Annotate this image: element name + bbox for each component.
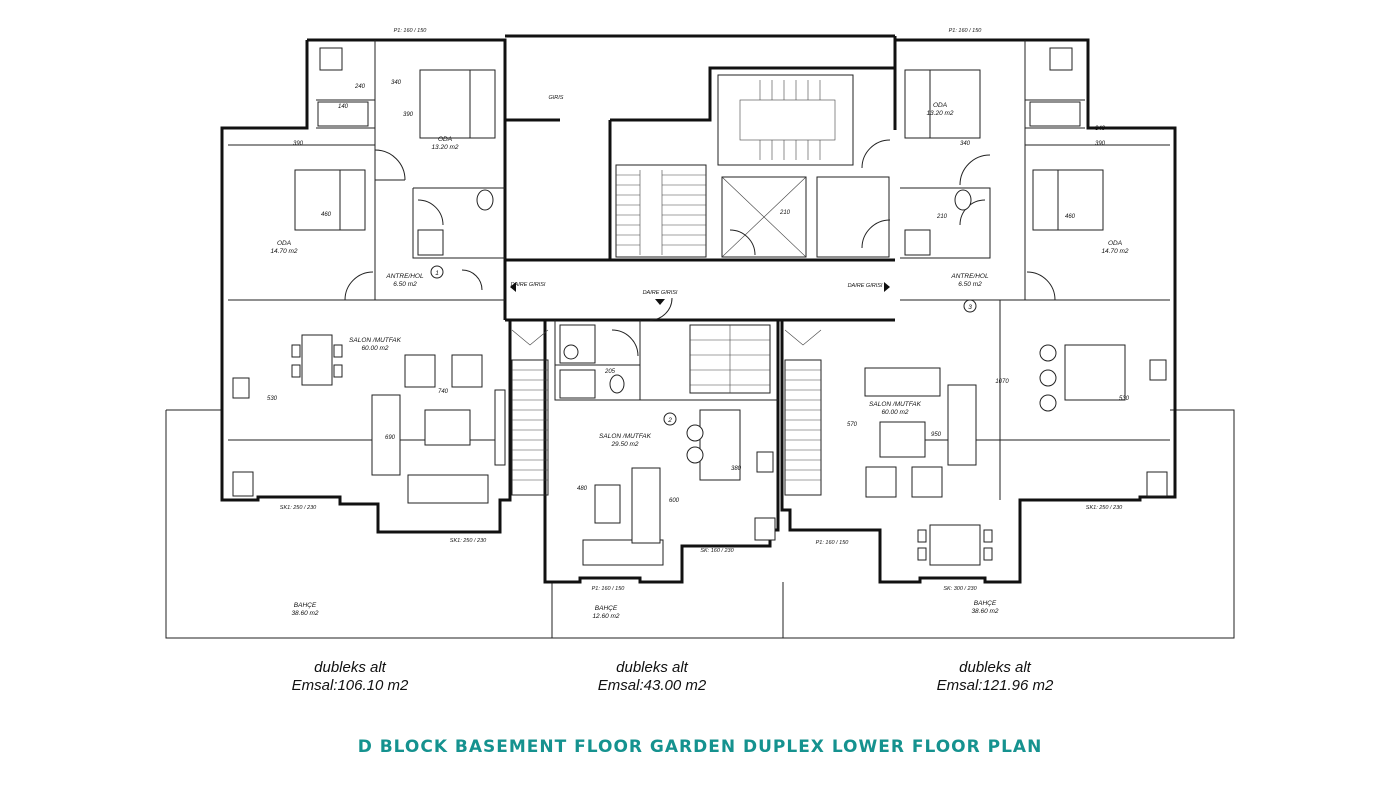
u1-antre-area: 6.50 m2 [393, 281, 417, 288]
dimension-labels: 340 240 140 390 390 390 460 460 530 530 … [267, 80, 1130, 504]
dim-label: 340 [960, 141, 971, 147]
unit-2-caption-emsal: Emsal:43.00 m2 [597, 677, 707, 694]
window-tags: P1: 160 / 150 P1: 160 / 150 P1: 160 / 15… [280, 28, 1123, 592]
unit-2-caption: dubleks alt Emsal:43.00 m2 [552, 659, 752, 695]
window-tag: SK1: 250 / 230 [1086, 505, 1123, 511]
garden-boundary [165, 409, 1235, 639]
u1-oda-b-name: ODA [277, 240, 291, 247]
dim-label: 380 [731, 466, 742, 472]
unit-3-caption-type: dubleks alt [959, 659, 1031, 676]
window-tag: P1: 160 / 150 [394, 28, 428, 34]
window-tag: P1: 160 / 150 [592, 586, 626, 592]
dim-label: 390 [293, 141, 304, 147]
dim-label: 690 [385, 435, 396, 441]
dim-label: 740 [438, 389, 449, 395]
dim-label: 570 [847, 422, 858, 428]
dim-label: 460 [1065, 214, 1076, 220]
unit-3-marker [963, 299, 977, 313]
exterior-walls [220, 34, 1177, 584]
u3-oda-b-area: 14.70 m2 [1101, 248, 1128, 255]
window-tag: SK: 300 / 230 [943, 586, 977, 592]
entrance-markers: DAIRE GIRISI DAIRE GIRISI DAIRE GIRISI G… [510, 95, 890, 305]
window-tag: SK1: 250 / 230 [450, 538, 487, 544]
unit-2-marker [663, 412, 677, 426]
dim-label: 480 [577, 486, 588, 492]
dim-label: 340 [1095, 126, 1106, 132]
u1-bahce-area: 38.60 m2 [291, 610, 318, 617]
window-tag: SK: 160 / 230 [700, 548, 734, 554]
u1-oda-a-area: 13.20 m2 [431, 144, 458, 151]
dim-label: 340 [391, 80, 402, 86]
dim-label: 950 [931, 432, 942, 438]
u3-salon-name: SALON /MUTFAK [869, 401, 922, 408]
unit-1-caption-type: dubleks alt [314, 659, 386, 676]
stairs [511, 74, 890, 496]
dim-label: 210 [779, 210, 791, 216]
u1-oda-a-name: ODA [438, 136, 452, 143]
u3-oda-a-name: ODA [933, 102, 947, 109]
dim-label: 530 [1119, 396, 1130, 402]
window-tag: P1: 160 / 150 [816, 540, 850, 546]
unit-2-caption-type: dubleks alt [616, 659, 688, 676]
plan-title: D BLOCK BASEMENT FLOOR GARDEN DUPLEX LOW… [357, 737, 1043, 757]
furniture-beds [294, 69, 1104, 231]
u1-antre-name: ANTRE/HOL [385, 273, 424, 280]
u3-entrance-label: DAIRE GIRISI [848, 283, 883, 289]
dim-label: 530 [267, 396, 278, 402]
u2-bahce-name: BAHÇE [595, 605, 618, 612]
unit-1-number: 1 [435, 270, 439, 277]
unit-markers: 1 2 3 [430, 265, 977, 426]
u3-salon-area: 60.00 m2 [881, 409, 908, 416]
u3-oda-a-area: 13.20 m2 [926, 110, 953, 117]
u2-entry-arrow [655, 299, 665, 305]
u3-bahce-name: BAHÇE [974, 600, 997, 607]
dim-label: 460 [321, 212, 332, 218]
u3-antre-area: 6.50 m2 [958, 281, 982, 288]
u2-salon-name: SALON /MUTFAK [599, 433, 652, 440]
unit-1-caption: dubleks alt Emsal:106.10 m2 [250, 659, 450, 695]
floor-plan-drawing: 1 2 3 ODA 13.20 m2 ODA 14.70 m2 ANTRE/HO… [165, 28, 1235, 639]
u1-entry-arrow [510, 282, 516, 292]
doors [344, 139, 1056, 357]
unit-1-marker [430, 265, 444, 279]
room-labels: ODA 13.20 m2 ODA 14.70 m2 ANTRE/HOL 6.50… [270, 102, 1128, 620]
dim-label: 390 [403, 112, 414, 118]
u3-bahce-area: 38.60 m2 [971, 608, 998, 615]
u3-entry-arrow [884, 282, 890, 292]
unit-3-number: 3 [968, 304, 972, 311]
bathroom-fixtures [232, 47, 1168, 541]
u1-oda-b-area: 14.70 m2 [270, 248, 297, 255]
dim-label: 240 [354, 84, 366, 90]
window-tag: SK1: 250 / 230 [280, 505, 317, 511]
u3-oda-b-name: ODA [1108, 240, 1122, 247]
u3-antre-name: ANTRE/HOL [950, 273, 989, 280]
window-tag: P1: 160 / 150 [949, 28, 983, 34]
dim-label: 140 [338, 104, 349, 110]
unit-3-caption-emsal: Emsal:121.96 m2 [936, 677, 1054, 694]
u1-bahce-name: BAHÇE [294, 602, 317, 609]
dim-label: 600 [669, 498, 680, 504]
u1-salon-area: 60.00 m2 [361, 345, 388, 352]
unit-1-caption-emsal: Emsal:106.10 m2 [291, 677, 409, 694]
main-entrance-label: GIRIS [549, 95, 564, 101]
dim-label: 210 [936, 214, 948, 220]
dim-label: 1070 [995, 379, 1009, 385]
unit-2-number: 2 [667, 417, 672, 424]
u2-bahce-area: 12.60 m2 [592, 613, 619, 620]
u1-salon-name: SALON /MUTFAK [349, 337, 402, 344]
dim-label: 205 [604, 369, 616, 375]
u2-entrance-label: DAIRE GIRISI [643, 290, 678, 296]
unit-3-caption: dubleks alt Emsal:121.96 m2 [895, 659, 1095, 695]
u2-salon-area: 29.50 m2 [610, 441, 638, 448]
dim-label: 390 [1095, 141, 1106, 147]
u1-entrance-label: DAIRE GIRISI [511, 282, 546, 288]
furniture-living [291, 324, 1126, 566]
